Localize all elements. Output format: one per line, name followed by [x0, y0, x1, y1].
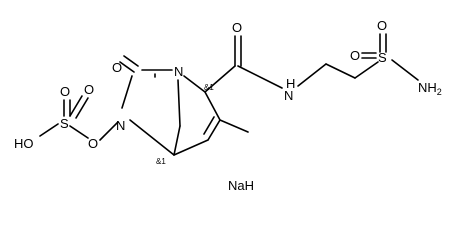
molecule-canvas: O N N O S O O HO O H N S O O NH2 &1 &1 N…: [14, 18, 442, 193]
atom-s-sulfonamide: S: [378, 50, 387, 65]
bond-s-o-upright-b: [75, 97, 89, 119]
bond-camide-n: [237, 65, 283, 89]
bond-c5-c4: [173, 139, 209, 156]
structure-diagram: O N N O S O O HO O H N S O O NH2 &1 &1 N…: [14, 18, 442, 193]
atom-o-sulfonamide-left: O: [350, 48, 360, 63]
bond-c7-o-double-a: [119, 61, 135, 73]
atom-ho-sulfate: HO: [14, 136, 34, 151]
atom-n-ring: N: [116, 118, 125, 133]
atom-o-sulfate-top: O: [60, 84, 70, 99]
stereo-labels: &1 &1: [156, 83, 214, 166]
atom-o-carbonyl-ring: O: [112, 60, 122, 75]
bond-c2-camide: [204, 65, 236, 93]
atom-o-n-oxy: O: [88, 136, 98, 151]
stereo-label-c-bridgehead: &1: [156, 157, 166, 166]
atom-n-bridge: N: [174, 64, 183, 79]
bond-c4-c3: [207, 119, 221, 141]
bond-n1-c2: [183, 75, 206, 93]
bond-n1-bridge: [177, 79, 181, 127]
bond-lines: [39, 33, 419, 156]
bond-s-o-upright: [69, 95, 83, 117]
bond-n6-c5: [129, 119, 175, 156]
bond-s-oh: [39, 123, 59, 137]
bond-ch2-ch2: [325, 63, 356, 79]
bond-n6-o: [99, 121, 119, 141]
atom-nh-n: N: [284, 88, 293, 103]
bond-c7-o-double-b: [123, 55, 139, 67]
atom-labels: O N N O S O O HO O H N S O O NH2: [14, 18, 442, 151]
atom-o-sulfate-side: O: [84, 82, 94, 97]
atom-nh-h: H: [286, 76, 295, 91]
atom-nh-amide: H N: [284, 76, 299, 103]
atom-o-amide: O: [232, 20, 242, 35]
counterion-label: NaH: [228, 178, 254, 193]
atom-o-sulfonamide-top: O: [377, 18, 387, 33]
bond-c3-methyl: [219, 119, 249, 133]
bond-c4-c3-double: [203, 116, 215, 135]
bond-bridge-c5: [173, 125, 181, 156]
atom-s-sulfate: S: [60, 116, 69, 131]
bond-n-ch2: [297, 63, 327, 87]
nh2-subscript: 2: [437, 87, 442, 97]
bond-c7-n6: [121, 75, 133, 109]
atom-nh2-sulfonamide: NH2: [418, 80, 442, 97]
bond-ch2-s: [354, 61, 379, 79]
bond-o-s: [69, 125, 89, 139]
bond-c3-c2: [204, 91, 221, 121]
bond-s-nh2: [391, 59, 419, 81]
stereo-label-c-alpha: &1: [204, 83, 214, 92]
